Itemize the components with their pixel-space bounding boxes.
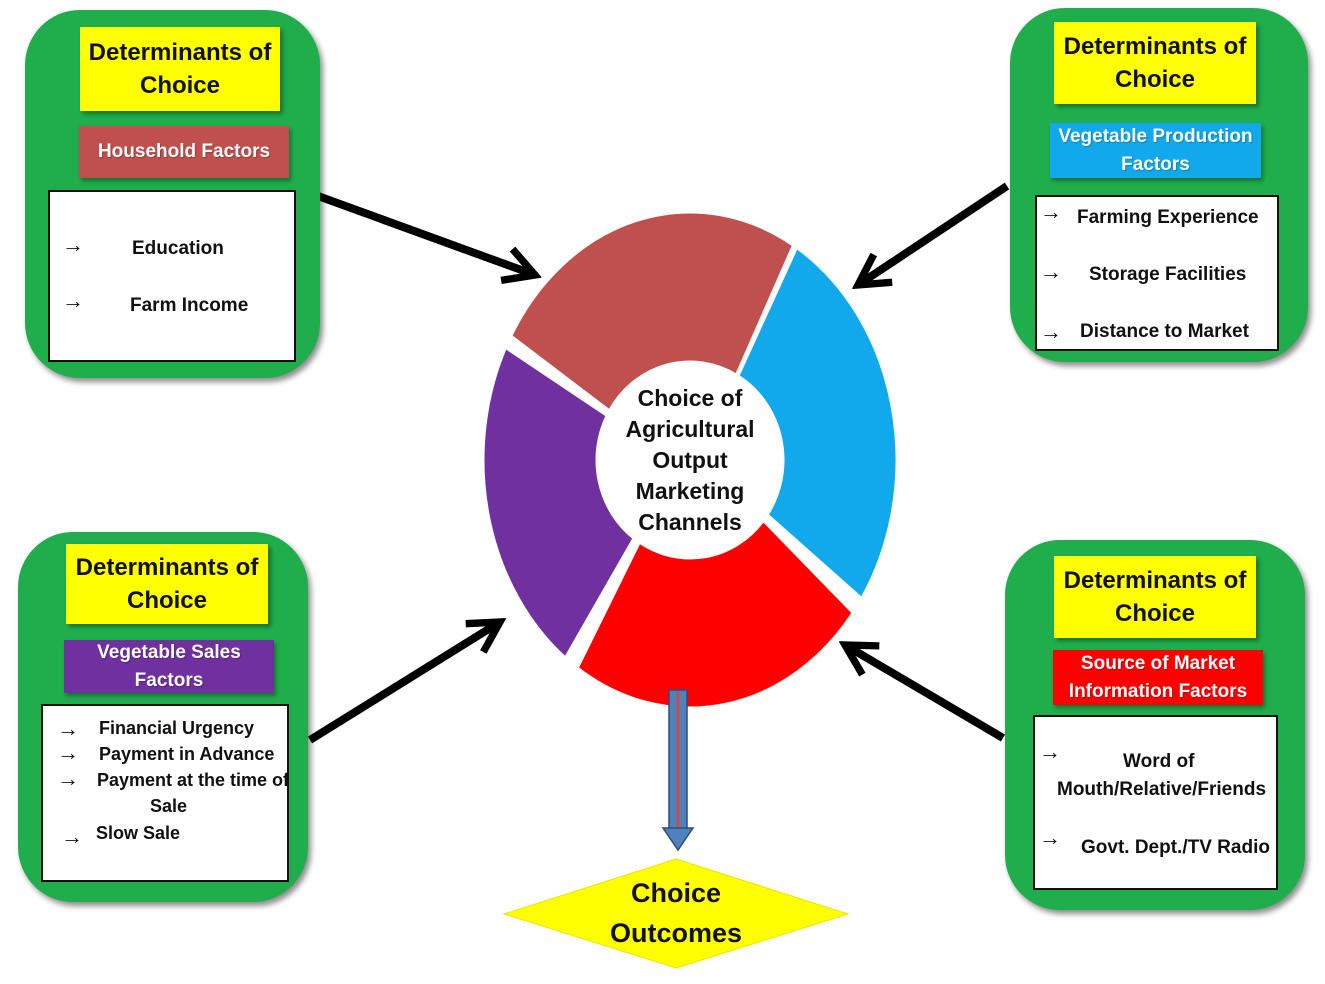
list-item: Storage Facilities — [1089, 264, 1247, 285]
arrow-production-to-center — [858, 182, 1010, 285]
arrow-right-icon: → — [62, 288, 84, 313]
factor-line: Source of Market — [1080, 652, 1236, 674]
arrow-right-icon: → — [61, 824, 83, 849]
production-factor-label: Vegetable Production Factors — [1050, 123, 1261, 178]
list-item: Mouth/Relative/Friends — [1057, 779, 1267, 800]
list-item: Word of — [1123, 751, 1195, 772]
determinant-line: Choice — [139, 72, 220, 99]
household-items-box: → Education → Farm Income — [48, 190, 296, 362]
information-items-box: → Word of Mouth/Relative/Friends → Govt.… — [1033, 715, 1278, 890]
production-determinant-label: Determinants of Choice — [1054, 22, 1256, 104]
arrow-household-to-center — [316, 192, 535, 275]
list-item: Farming Experience — [1077, 207, 1259, 228]
factor-line: Factors — [1121, 153, 1190, 175]
list-item: Govt. Dept./TV Radio — [1081, 837, 1270, 858]
list-item: Payment in Advance — [99, 744, 275, 764]
arrow-right-icon: → — [62, 232, 84, 257]
household-determinant-label: Determinants of Choice — [80, 27, 280, 111]
information-determinant-label: Determinants of Choice — [1054, 556, 1256, 638]
determinant-line: Choice — [1114, 600, 1195, 627]
list-item: Payment at the time of — [97, 770, 290, 790]
arrow-right-icon: → — [1039, 825, 1061, 850]
ring-center — [597, 362, 783, 558]
arrow-right-icon: → — [1040, 259, 1062, 284]
arrow-sales-to-center — [307, 622, 500, 744]
determinant-line: Choice — [1114, 66, 1195, 93]
determinant-line: Determinants of — [75, 554, 259, 581]
arrow-right-icon: → — [1040, 319, 1062, 344]
determinant-line: Determinants of — [1063, 567, 1247, 594]
arrow-right-icon: → — [1040, 199, 1062, 224]
determinant-line: Determinants of — [88, 39, 272, 66]
list-item: Farm Income — [130, 295, 249, 316]
sales-factor-label: Vegetable Sales Factors — [64, 640, 274, 693]
list-item: Education — [132, 238, 224, 259]
sales-determinant-label: Determinants of Choice — [66, 544, 268, 624]
arrow-center-to-outcome — [661, 689, 695, 852]
list-item: Slow Sale — [96, 823, 181, 843]
outcome-line: Outcomes — [609, 918, 743, 948]
center-line: Output — [652, 447, 728, 473]
factor-line: Vegetable Sales Factors — [97, 641, 241, 691]
factor-line: Information Factors — [1068, 680, 1248, 702]
arrow-right-icon: → — [57, 766, 79, 791]
outcome-line: Choice — [630, 878, 722, 908]
outcome-label: Choice Outcomes — [560, 873, 792, 953]
factor-line: Household Factors — [97, 141, 271, 162]
arrow-right-icon: → — [57, 716, 79, 741]
arrow-right-icon: → — [1039, 739, 1061, 764]
center-label: Choice of Agricultural Output Marketing … — [600, 383, 780, 538]
center-line: Channels — [638, 509, 742, 535]
factor-line: Vegetable Production — [1058, 125, 1253, 147]
list-item: Sale — [150, 796, 188, 816]
determinant-line: Determinants of — [1063, 33, 1247, 60]
center-line: Marketing — [635, 478, 745, 504]
household-factor-label: Household Factors — [79, 126, 289, 178]
outcome-diamond — [502, 858, 850, 969]
arrow-information-to-center — [845, 645, 1006, 742]
production-items-box: → Farming Experience → Storage Facilitie… — [1035, 195, 1279, 351]
sales-items-box: → Financial Urgency → Payment in Advance… — [41, 704, 289, 882]
list-item: Distance to Market — [1080, 321, 1249, 342]
center-line: Agricultural — [625, 416, 755, 442]
arrow-right-icon: → — [57, 740, 79, 765]
information-factor-label: Source of Market Information Factors — [1053, 650, 1263, 705]
list-item: Financial Urgency — [99, 718, 255, 738]
determinant-line: Choice — [126, 587, 207, 614]
center-line: Choice of — [637, 385, 743, 411]
